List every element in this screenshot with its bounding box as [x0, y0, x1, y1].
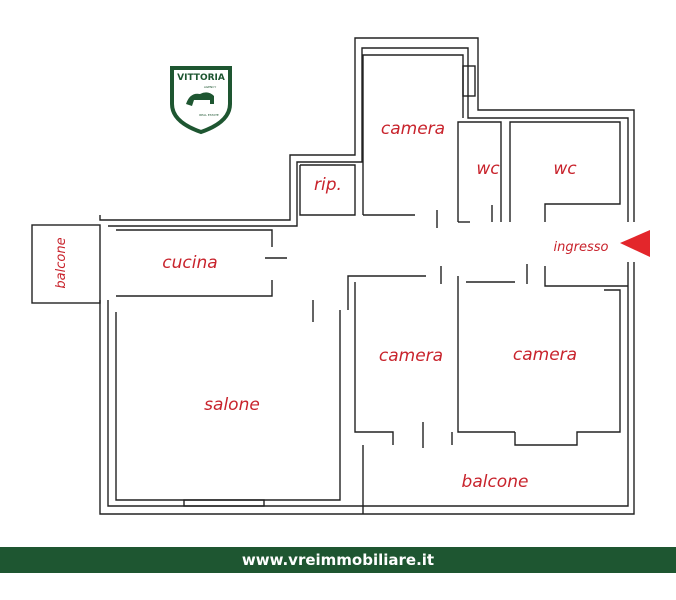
footer-url[interactable]: www.vreimmobiliare.it	[241, 551, 435, 569]
entrance-arrow-icon	[620, 230, 650, 257]
room-label-wc-right: wc	[553, 159, 577, 179]
logo-tagline: REAL ESTATE	[199, 113, 219, 117]
logo-tagline-small: AGENCY	[204, 85, 217, 89]
logo-brand: VITTORIA	[177, 73, 225, 83]
room-label-balcone-bottom: balcone	[462, 472, 529, 492]
vittoria-logo: VITTORIA AGENCY REAL ESTATE	[170, 66, 232, 135]
walls	[31, 37, 635, 515]
room-label-cucina: cucina	[162, 253, 217, 273]
room-label-salone: salone	[204, 395, 260, 415]
room-label-camera-top: camera	[381, 119, 445, 139]
room-label-rip: rip.	[314, 175, 342, 195]
room-label-balcone-left: balcone	[54, 237, 69, 288]
room-label-wc-left: wc	[476, 159, 500, 179]
bull-icon	[186, 92, 214, 106]
balcony-left-outline	[31, 224, 101, 304]
room-label-ingresso: ingresso	[554, 240, 609, 255]
room-label-camera-right: camera	[513, 345, 577, 365]
footer-banner: www.vreimmobiliare.it	[0, 547, 676, 573]
room-label-camera-mid: camera	[379, 346, 443, 366]
